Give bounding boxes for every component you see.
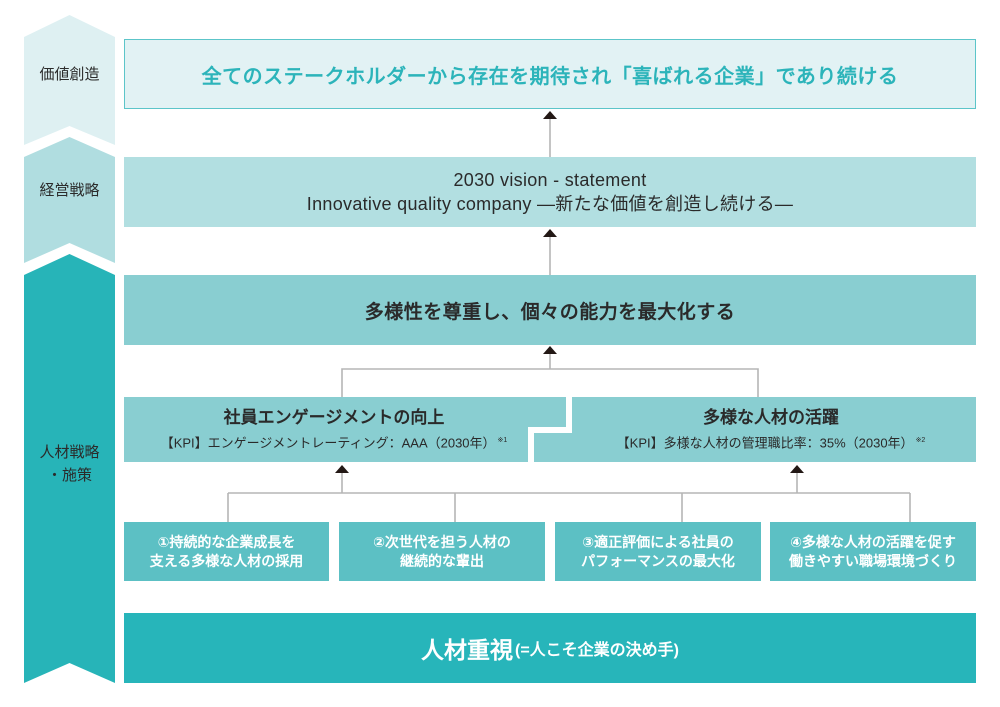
kpi-box-engagement: 社員エンゲージメントの向上 【KPI】エンゲージメントレーティング：AAA（20… bbox=[124, 397, 544, 462]
value-creation-text: 全てのステークホルダーから存在を期待され「喜ばれる企業」であり続ける bbox=[201, 65, 899, 88]
kpi-footnote: ※2 bbox=[915, 437, 926, 445]
arrow-up-icon bbox=[543, 229, 557, 237]
foundation-box: 人材重視 (=人こそ企業の決め手) bbox=[124, 613, 976, 683]
foundation-sub-text: (=人こそ企業の決め手) bbox=[514, 642, 679, 659]
foundation-main-text: 人材重視 bbox=[420, 637, 513, 663]
side-label-value-creation: 価値創造 bbox=[39, 66, 100, 83]
chevron-hr-strategy bbox=[24, 254, 115, 683]
kpi-title: 多様な人材の活躍 bbox=[703, 408, 839, 428]
value-creation-box: 全てのステークホルダーから存在を期待され「喜ばれる企業」であり続ける bbox=[124, 39, 976, 109]
initiative-line: 働きやすい職場環境づくり bbox=[789, 552, 957, 569]
initiative-line: ④多様な人材の活躍を促す bbox=[790, 533, 956, 550]
kpi-line: 【KPI】エンゲージメントレーティング：AAA（2030年）※1 bbox=[161, 431, 508, 453]
vision-title: 2030 vision - statement bbox=[453, 170, 647, 190]
kpi-value: 【KPI】多様な人材の管理職比率：35%（2030年） bbox=[616, 435, 914, 451]
initiative-line: ①持続的な企業成長を bbox=[157, 533, 296, 550]
kpi-value: 【KPI】エンゲージメントレーティング：AAA（2030年） bbox=[160, 435, 496, 451]
vision-statement: Innovative quality company ―新たな価値を創造し続ける… bbox=[306, 194, 794, 214]
side-label-management-strategy: 経営戦略 bbox=[39, 182, 100, 199]
kpi-footnote: ※1 bbox=[497, 437, 508, 445]
arrow-up-icon bbox=[543, 111, 557, 119]
side-label-hr-strategy-line1: 人材戦略 bbox=[39, 444, 100, 461]
initiative-line: ②次世代を担う人材の bbox=[373, 533, 511, 550]
arrow-up-icon bbox=[790, 465, 804, 473]
initiative-box-4: ④多様な人材の活躍を促す 働きやすい職場環境づくり bbox=[770, 522, 976, 581]
kpi-box-engagement-shape bbox=[124, 397, 566, 462]
initiative-line: 継続的な輩出 bbox=[400, 552, 484, 569]
arrow-up-icon bbox=[543, 346, 557, 354]
strategy-goal-box: 多様性を尊重し、個々の能力を最大化する bbox=[124, 275, 976, 345]
kpi-line: 【KPI】多様な人材の管理職比率：35%（2030年）※2 bbox=[617, 431, 926, 453]
kpi-box-diversity: 多様な人材の活躍 【KPI】多様な人材の管理職比率：35%（2030年）※2 bbox=[566, 397, 976, 462]
initiative-line: パフォーマンスの最大化 bbox=[581, 552, 735, 569]
vision-box: 2030 vision - statement Innovative quali… bbox=[124, 157, 976, 227]
side-label-hr-strategy-line2: ・施策 bbox=[46, 467, 92, 484]
initiative-line: ③適正評価による社員の bbox=[582, 533, 734, 550]
chevron-value-creation bbox=[24, 15, 115, 145]
kpi-title: 社員エンゲージメントの向上 bbox=[223, 408, 445, 428]
kpi-box-diversity-shape bbox=[534, 397, 976, 462]
initiative-box-3: ③適正評価による社員の パフォーマンスの最大化 bbox=[555, 522, 761, 581]
initiative-line: 支える多様な人材の採用 bbox=[149, 552, 304, 569]
chevron-management-strategy bbox=[24, 137, 115, 263]
connector-bracket bbox=[341, 368, 759, 397]
arrow-up-icon bbox=[335, 465, 349, 473]
strategy-goal-text: 多様性を尊重し、個々の能力を最大化する bbox=[364, 301, 736, 323]
initiative-box-1: ①持続的な企業成長を 支える多様な人材の採用 bbox=[124, 522, 329, 581]
initiative-box-2: ②次世代を担う人材の 継続的な輩出 bbox=[339, 522, 545, 581]
